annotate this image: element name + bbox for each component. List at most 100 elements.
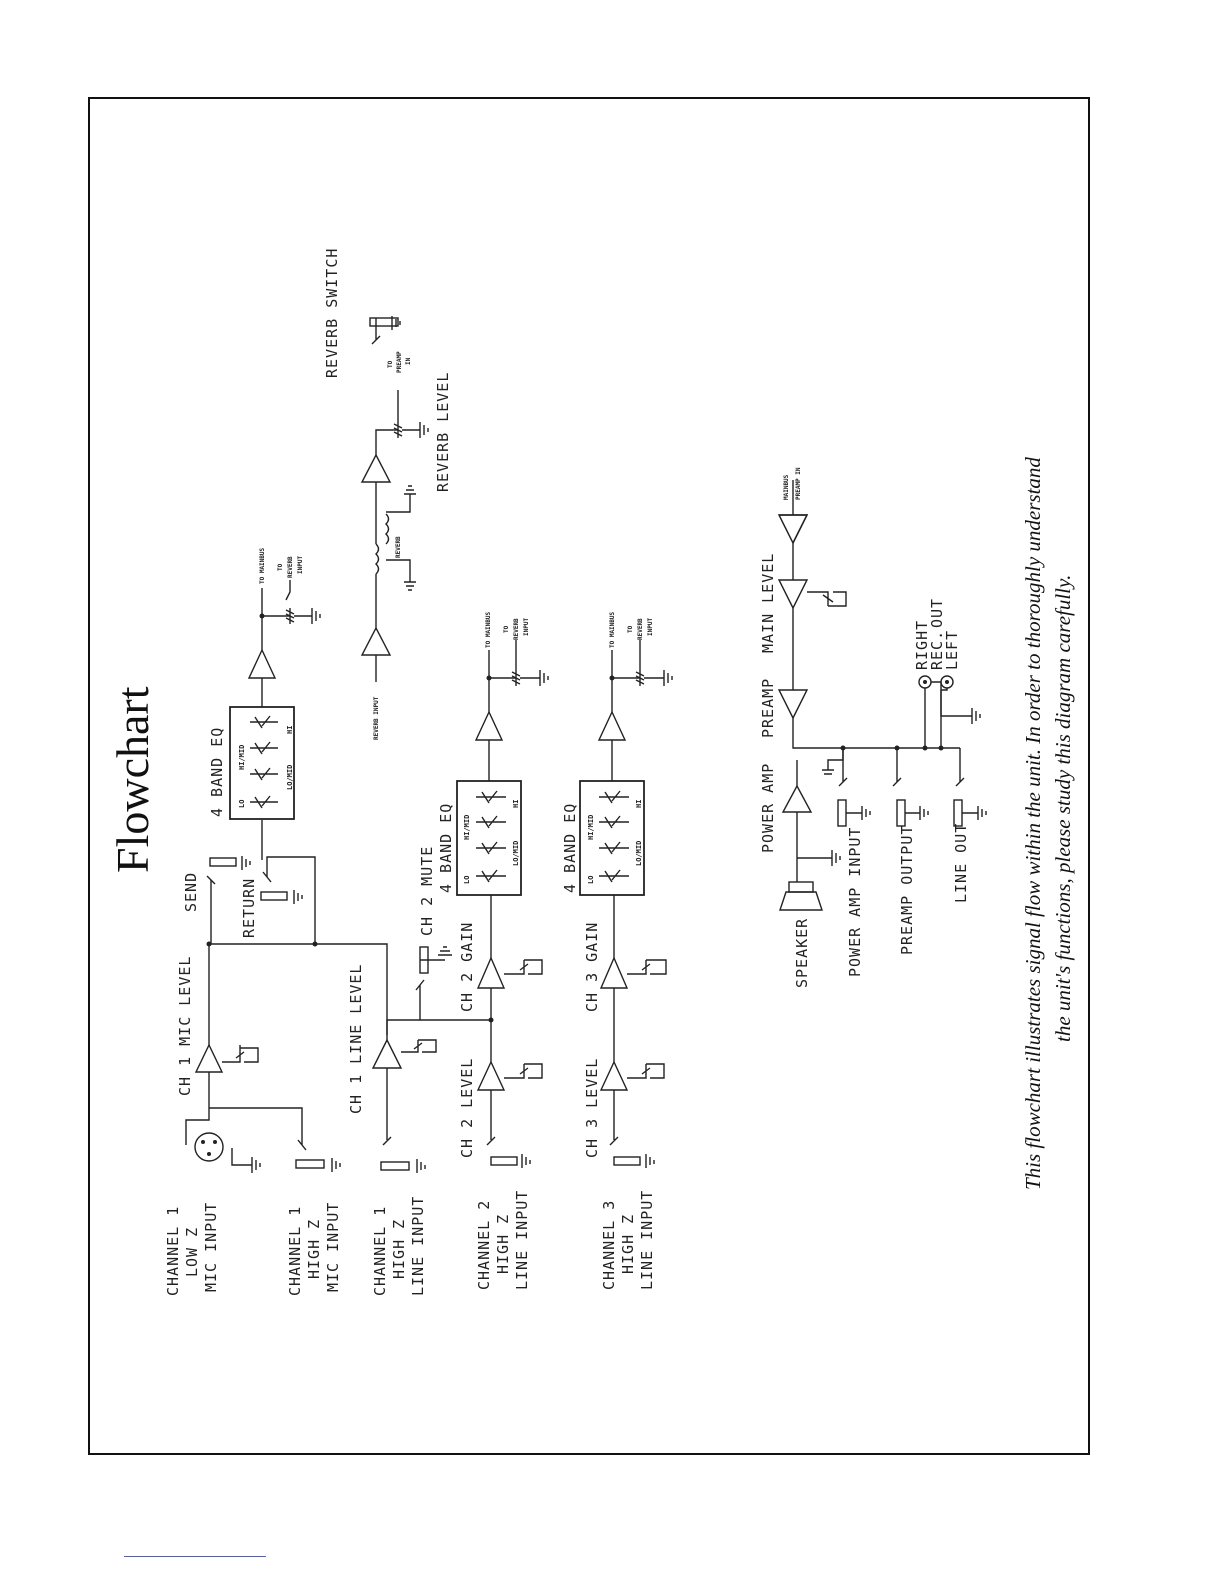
svg-text:HIGH Z: HIGH Z (619, 1214, 637, 1274)
svg-text:HI: HI (286, 726, 294, 734)
svg-text:TO: TO (387, 360, 394, 368)
label-ch2-gain: CH 2 GAIN (458, 922, 476, 1012)
label-main-level: MAIN LEVEL (759, 553, 777, 653)
label-preamp: PREAMP (759, 678, 777, 738)
svg-text:REVERB: REVERB (395, 536, 402, 558)
svg-text:LO/MID: LO/MID (512, 841, 520, 866)
svg-text:LINE INPUT: LINE INPUT (513, 1190, 531, 1290)
label-power-amp-input: POWER AMP INPUT (846, 827, 864, 977)
label-ch3-gain: CH 3 GAIN (583, 922, 601, 1012)
svg-text:LO: LO (463, 876, 471, 884)
svg-text:CHANNEL 1: CHANNEL 1 (371, 1206, 389, 1296)
caption-line-2: the unit's functions, please study this … (1051, 575, 1075, 1042)
label-preamp-output: PREAMP OUTPUT (898, 825, 916, 955)
svg-text:LO: LO (587, 876, 595, 884)
reverb-coil-icon (375, 543, 380, 575)
svg-text:TO MAINBUS: TO MAINBUS (259, 547, 266, 584)
svg-text:MIC INPUT: MIC INPUT (324, 1202, 342, 1292)
svg-text:REVERB: REVERB (637, 618, 644, 640)
svg-text:TO: TO (627, 625, 634, 633)
ch1-output-amp-icon (247, 648, 277, 679)
power-amp-icon (781, 784, 813, 813)
reverb-circuit: REVERB INPUT REVERB TO PREAMP IN (360, 316, 429, 740)
svg-text:REVERB: REVERB (287, 556, 294, 578)
svg-text:HI/MID: HI/MID (238, 745, 246, 770)
input-ch1-high-z-mic: CHANNEL 1 HIGH Z MIC INPUT (286, 1202, 342, 1296)
mainbus-amp-icon (779, 514, 809, 544)
svg-text:CHANNEL 3: CHANNEL 3 (600, 1200, 618, 1290)
svg-text:TO MAINBUS: TO MAINBUS (609, 611, 616, 648)
label-eq-ch1: 4 BAND EQ (208, 727, 226, 817)
svg-text:TO: TO (277, 563, 284, 571)
channel-3-circuit: LO HI/MID LO/MID HI TO MAINBUS TO REVERB… (579, 611, 673, 1168)
reverb-input-amp-icon (360, 626, 392, 656)
svg-text:MIC INPUT: MIC INPUT (202, 1202, 220, 1292)
svg-text:HI/MID: HI/MID (587, 815, 595, 840)
svg-text:HIGH Z: HIGH Z (305, 1219, 323, 1279)
label-eq-ch3: 4 BAND EQ (561, 803, 579, 893)
svg-text:INPUT: INPUT (647, 618, 654, 636)
svg-text:HIGH Z: HIGH Z (390, 1219, 408, 1279)
main-level-amp-icon (777, 579, 809, 610)
svg-text:IN: IN (405, 357, 412, 365)
xlr-connector-icon (194, 1132, 224, 1162)
label-ch1-line-level: CH 1 LINE LEVEL (347, 964, 365, 1114)
page-title: Flowchart (107, 686, 158, 873)
svg-text:HI/MID: HI/MID (463, 815, 471, 840)
preamp-amp-icon (777, 689, 809, 720)
reverb-output-amp-icon (360, 453, 392, 483)
svg-text:HIGH Z: HIGH Z (494, 1214, 512, 1274)
svg-text:INPUT: INPUT (523, 618, 530, 636)
label-rec-rec: REC. (928, 630, 946, 670)
input-ch1-high-z-line: CHANNEL 1 HIGH Z LINE INPUT (371, 1196, 427, 1296)
svg-text:LO/MID: LO/MID (635, 841, 643, 866)
channel-2-circuit: LO HI/MID LO/MID HI TO MAINBUS TO REVERB… (415, 611, 549, 1168)
ch3-output-amp-icon (597, 710, 627, 741)
svg-text:REVERB INPUT: REVERB INPUT (373, 696, 380, 740)
ch3-level-amp-icon (599, 1060, 629, 1091)
label-power-amp: POWER AMP (759, 763, 777, 853)
label-ch2-level: CH 2 LEVEL (458, 1058, 476, 1158)
svg-text:LO/MID: LO/MID (286, 765, 294, 790)
label-rec-right: RIGHT (913, 620, 931, 670)
diagram-frame (88, 97, 1090, 1455)
ch1-line-level-amp-icon (371, 1038, 403, 1069)
svg-text:HI: HI (635, 800, 643, 808)
label-line-out: LINE OUT (952, 823, 970, 903)
label-rec-left: LEFT (943, 630, 961, 670)
svg-text:MAINBUS: MAINBUS (783, 474, 790, 500)
label-reverb-level: REVERB LEVEL (434, 372, 452, 492)
input-ch3-high-z-line: CHANNEL 3 HIGH Z LINE INPUT (600, 1190, 656, 1290)
caption-line-1: This flowchart illustrates signal flow w… (1021, 457, 1045, 1190)
svg-text:PREAMP: PREAMP (396, 351, 403, 373)
label-ch1-mic-level: CH 1 MIC LEVEL (176, 956, 194, 1096)
output-circuit: MAINBUS PREAMP IN (777, 467, 987, 911)
label-speaker: SPEAKER (793, 918, 811, 988)
svg-text:LINE INPUT: LINE INPUT (409, 1196, 427, 1296)
svg-text:INPUT: INPUT (297, 556, 304, 574)
ch2-level-amp-icon (476, 1060, 506, 1091)
label-ch3-level: CH 3 LEVEL (583, 1058, 601, 1158)
ch2-output-amp-icon (474, 710, 504, 741)
label-reverb-switch: REVERB SWITCH (323, 248, 341, 378)
svg-text:TO MAINBUS: TO MAINBUS (485, 611, 492, 648)
label-send: SEND (182, 872, 200, 912)
svg-text:CHANNEL 2: CHANNEL 2 (475, 1200, 493, 1290)
svg-text:REVERB: REVERB (513, 618, 520, 640)
label-return: RETURN (240, 878, 258, 938)
ch3-gain-amp-icon (599, 956, 629, 989)
svg-text:LO: LO (238, 800, 246, 808)
svg-text:TO: TO (503, 625, 510, 633)
svg-text:LINE INPUT: LINE INPUT (638, 1190, 656, 1290)
svg-text:HI: HI (512, 800, 520, 808)
label-eq-ch2: 4 BAND EQ (437, 803, 455, 893)
svg-text:PREAMP IN: PREAMP IN (795, 467, 802, 500)
label-rec-out: OUT (928, 598, 946, 628)
channel-1-circuit: LO HI/MID LO/MID HI TO MAINBUS TO REVERB… (185, 547, 491, 1173)
label-ch2-mute: CH 2 MUTE (418, 846, 436, 936)
svg-text:CHANNEL 1: CHANNEL 1 (286, 1206, 304, 1296)
ch2-gain-amp-icon (476, 956, 506, 989)
ch1-mic-level-amp-icon (194, 1043, 224, 1073)
svg-text:LOW Z: LOW Z (183, 1227, 201, 1277)
